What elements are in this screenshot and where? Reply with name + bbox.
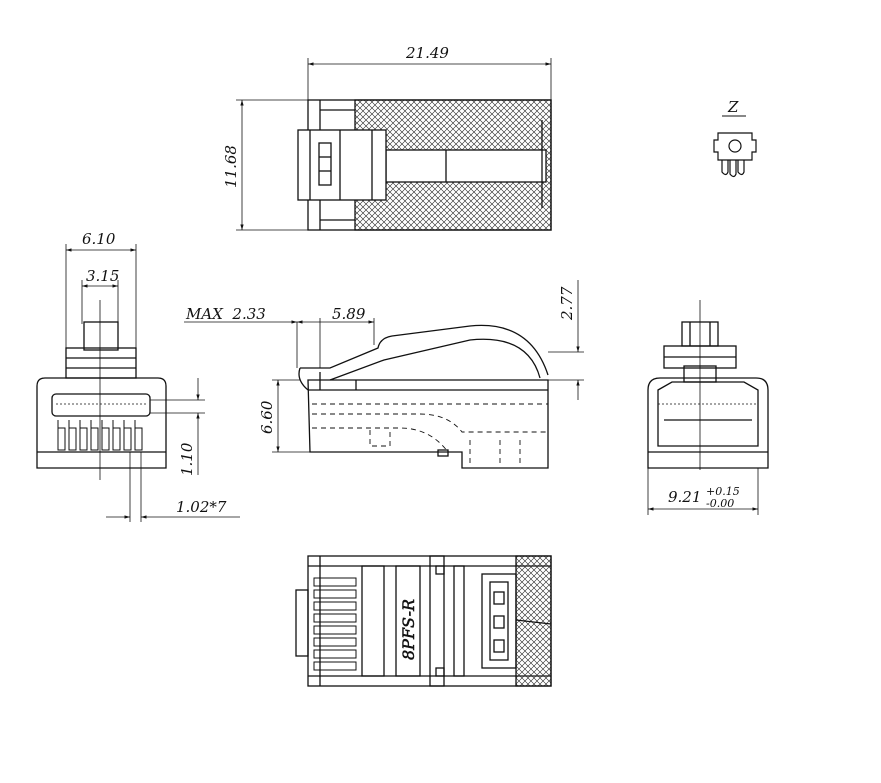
dim-rear-width-tol-upper: +0.15 <box>706 485 740 498</box>
dim-overall-length: 21.49 <box>405 44 449 62</box>
top-view <box>236 58 552 231</box>
view-z-icon <box>713 115 757 178</box>
dim-rear-width-tol-lower: -0.00 <box>706 497 734 510</box>
bottom-view <box>295 555 552 687</box>
dim-max-offset: MAX 2.33 <box>185 305 266 323</box>
dim-latch-offset: 5.89 <box>332 305 366 323</box>
dim-side-height: 6.60 <box>258 400 276 434</box>
dim-front-width: 6.10 <box>82 230 116 248</box>
dim-latch-rise: 2.77 <box>558 286 576 321</box>
dim-contact-pitch: 1.02*7 <box>176 498 227 516</box>
view-z-label: Z <box>727 98 739 116</box>
side-view <box>184 280 584 469</box>
dim-rear-width-base: 9.21 <box>668 488 701 506</box>
part-marking: 8PFS-R <box>399 599 418 660</box>
dim-contact-height: 1.10 <box>178 442 196 476</box>
dim-rear-width: 9.21 <box>668 488 701 506</box>
dim-overall-height: 11.68 <box>222 145 240 188</box>
rear-view <box>647 300 769 515</box>
front-view <box>36 244 240 522</box>
dim-latch-width: 3.15 <box>86 267 119 285</box>
